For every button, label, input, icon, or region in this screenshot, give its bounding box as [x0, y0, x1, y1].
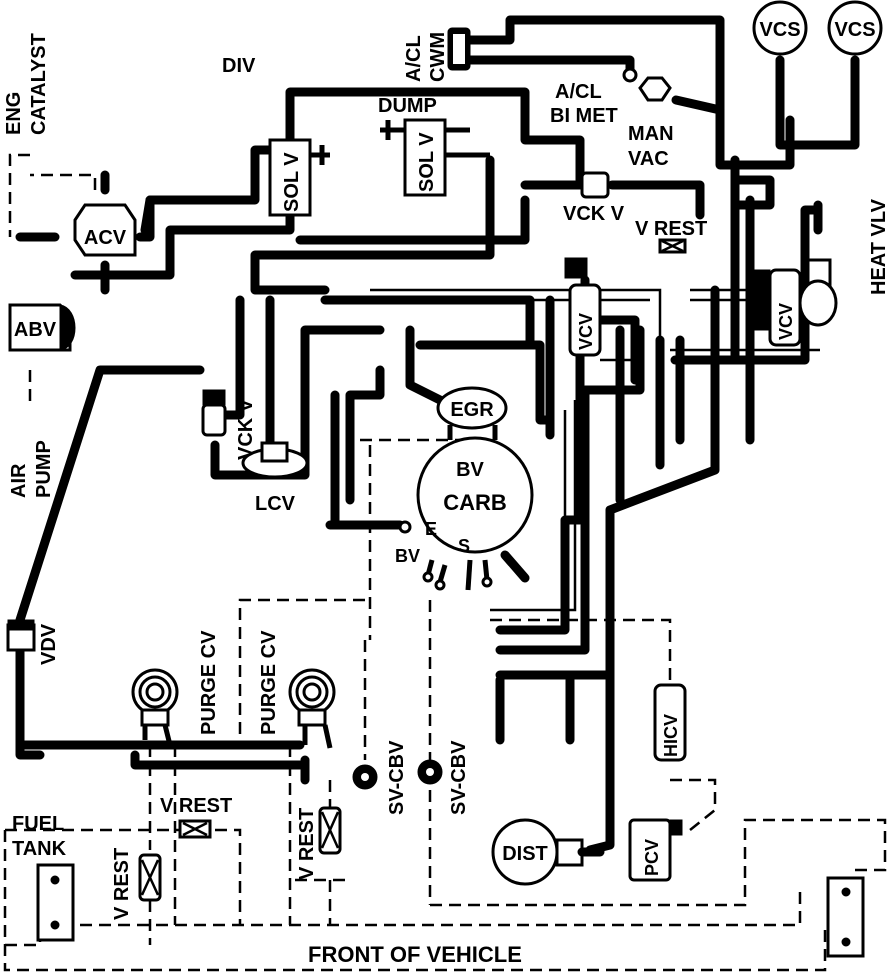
pcv-valve: PCV [628, 818, 683, 882]
acv-label: ACV [84, 227, 127, 249]
hicv-valve: HICV [653, 683, 687, 762]
acl-bimet-valve [622, 67, 672, 102]
carb-bv-bottom-label: BV [395, 546, 420, 566]
sol-v-left: SOL V [268, 138, 330, 217]
v-rest-left-label: V REST [111, 848, 133, 920]
fuel-tank-left [36, 863, 75, 942]
pump-label: PUMP [33, 440, 55, 498]
distributor: DIST [491, 818, 605, 886]
fuel-label: FUEL [12, 813, 64, 835]
carb-label: CARB [443, 490, 507, 515]
hose-outlines [370, 288, 820, 612]
vcv-left-label: VCV [576, 313, 596, 350]
purge-cv-left [131, 668, 179, 746]
v-rest-top-label: V REST [635, 218, 707, 240]
v-rest-mid-label: V REST [160, 795, 232, 817]
v-rest-left-restrictor [138, 853, 162, 902]
heat-vlv-valve [798, 258, 838, 327]
vcs-right-label: VCS [834, 19, 875, 41]
vck-v-left-label: VCK V [235, 398, 257, 460]
pcv-label: PCV [642, 839, 662, 876]
dump-label: DUMP [378, 95, 437, 117]
vdv-label: VDV [38, 623, 60, 665]
sv-cbv-right [417, 759, 443, 785]
abv-valve: ABV [8, 303, 76, 352]
v-rest-center-label: V REST [296, 808, 318, 880]
heat-vlv-label: HEAT VLV [868, 198, 890, 295]
sol-v-left-label: SOL V [281, 152, 303, 212]
dist-label: DIST [502, 843, 548, 865]
purge-cv-label-1: PURGE CV [198, 630, 220, 735]
sol-v-right: SOL V [380, 118, 490, 197]
vcs-left-gauge: VCS [752, 0, 808, 56]
abv-label: ABV [14, 319, 57, 341]
air-label: AIR [8, 463, 30, 498]
fuel-tank-right [826, 876, 865, 958]
vcv-right-label: VCV [776, 303, 796, 340]
vcs-right-gauge: VCS [827, 0, 883, 56]
acl-cwm-label-1: A/CL [403, 35, 425, 82]
purge-cv-right [288, 668, 336, 749]
div-label: DIV [222, 55, 256, 77]
man-label: MAN [628, 123, 674, 145]
hicv-label: HICV [661, 714, 681, 757]
carb-bv-top-label: BV [456, 459, 484, 481]
sol-v-right-label: SOL V [416, 132, 438, 192]
v-rest-center-restrictor [318, 806, 342, 855]
acl-cwm-connector [447, 27, 471, 71]
acv-valve: ACV [73, 203, 137, 257]
vdv-valve [6, 619, 36, 652]
catalyst-label: CATALYST [28, 33, 50, 135]
acl-bimet-label-2: BI MET [550, 105, 618, 127]
sv-cbv-label-1: SV-CBV [386, 740, 408, 815]
v-rest-mid-restrictor [178, 819, 212, 839]
egr-valve: EGR [436, 386, 508, 430]
carb-e-label: E [425, 519, 437, 539]
lcv-label: LCV [255, 493, 296, 515]
acl-bimet-label-1: A/CL [555, 81, 602, 103]
sv-cbv-label-2: SV-CBV [448, 740, 470, 815]
vcv-left-valve: VCV [564, 257, 602, 357]
acl-cwm-label-2: CWM [427, 32, 449, 82]
dashed-hoses [3, 153, 887, 972]
eng-label: ENG [3, 92, 25, 135]
sv-cbv-left [352, 764, 378, 790]
vcv-right-valve: VCV [754, 268, 802, 347]
vck-v-left-valve [201, 389, 227, 437]
carb-s-label: S [458, 536, 470, 556]
vck-v-top-valve [580, 171, 610, 199]
egr-label: EGR [450, 399, 494, 421]
front-of-vehicle-label: FRONT OF VEHICLE [308, 942, 522, 967]
vck-v-top-label: VCK V [563, 203, 625, 225]
carburetor: BV CARB E S BV [395, 425, 534, 591]
v-rest-top-restrictor [658, 238, 687, 254]
vacuum-hoses [15, 15, 860, 855]
lcv-valve [241, 441, 309, 479]
tank-label: TANK [12, 838, 67, 860]
vcs-left-label: VCS [759, 19, 800, 41]
purge-cv-label-2: PURGE CV [258, 630, 280, 735]
vac-label: VAC [628, 148, 669, 170]
text-labels: ENG CATALYST DIV A/CL CWM DUMP A/CL BI M… [3, 32, 890, 967]
